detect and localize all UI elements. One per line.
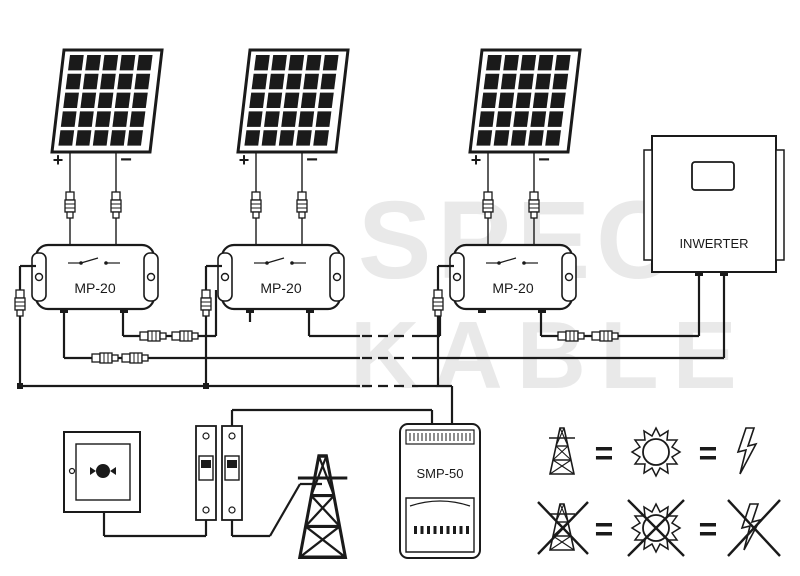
pylon-crossed-icon (537, 501, 589, 555)
energy-meter (63, 431, 141, 513)
solar-panel-2 (236, 48, 350, 154)
panel-3-plus-label: + (471, 150, 482, 170)
lightning-icon (737, 427, 757, 475)
legend-equals-1: = (595, 435, 614, 471)
optimizer-3-label: MP-20 (492, 280, 533, 296)
legend-equals-4: = (699, 511, 718, 547)
panel-2-minus-label: − (306, 149, 318, 171)
watermark-line2: KABLE (350, 302, 751, 409)
optimizer-3 (448, 243, 578, 315)
optimizer-1-label: MP-20 (74, 280, 115, 296)
solar-panel-3 (468, 48, 582, 154)
ac-wiring (102, 408, 434, 538)
legend-equals-2: = (699, 435, 718, 471)
panel-1-plus-label: + (53, 150, 64, 170)
smp-label: SMP-50 (417, 466, 464, 481)
panel-leads (64, 152, 540, 250)
dc-wiring (14, 264, 726, 424)
lightning-crossed-icon (727, 499, 781, 557)
legend-equals-3: = (595, 511, 614, 547)
inverter-label: INWERTER (679, 236, 748, 251)
grid-pylon-icon (296, 454, 350, 559)
pylon-icon (548, 427, 576, 475)
optimizer-2-label: MP-20 (260, 280, 301, 296)
inverter (643, 135, 785, 276)
sun-icon (631, 427, 681, 477)
optimizer-2 (216, 243, 346, 315)
panel-2-plus-label: + (239, 150, 250, 170)
optimizer-1 (30, 243, 160, 315)
smp-device (399, 423, 481, 559)
panel-3-minus-label: − (538, 149, 550, 171)
inverter-display (691, 161, 735, 191)
circuit-breakers (195, 425, 243, 521)
solar-panel-1 (50, 48, 164, 154)
legend: = = = = (537, 427, 781, 557)
panel-1-minus-label: − (120, 149, 132, 171)
sun-crossed-icon (627, 499, 685, 557)
